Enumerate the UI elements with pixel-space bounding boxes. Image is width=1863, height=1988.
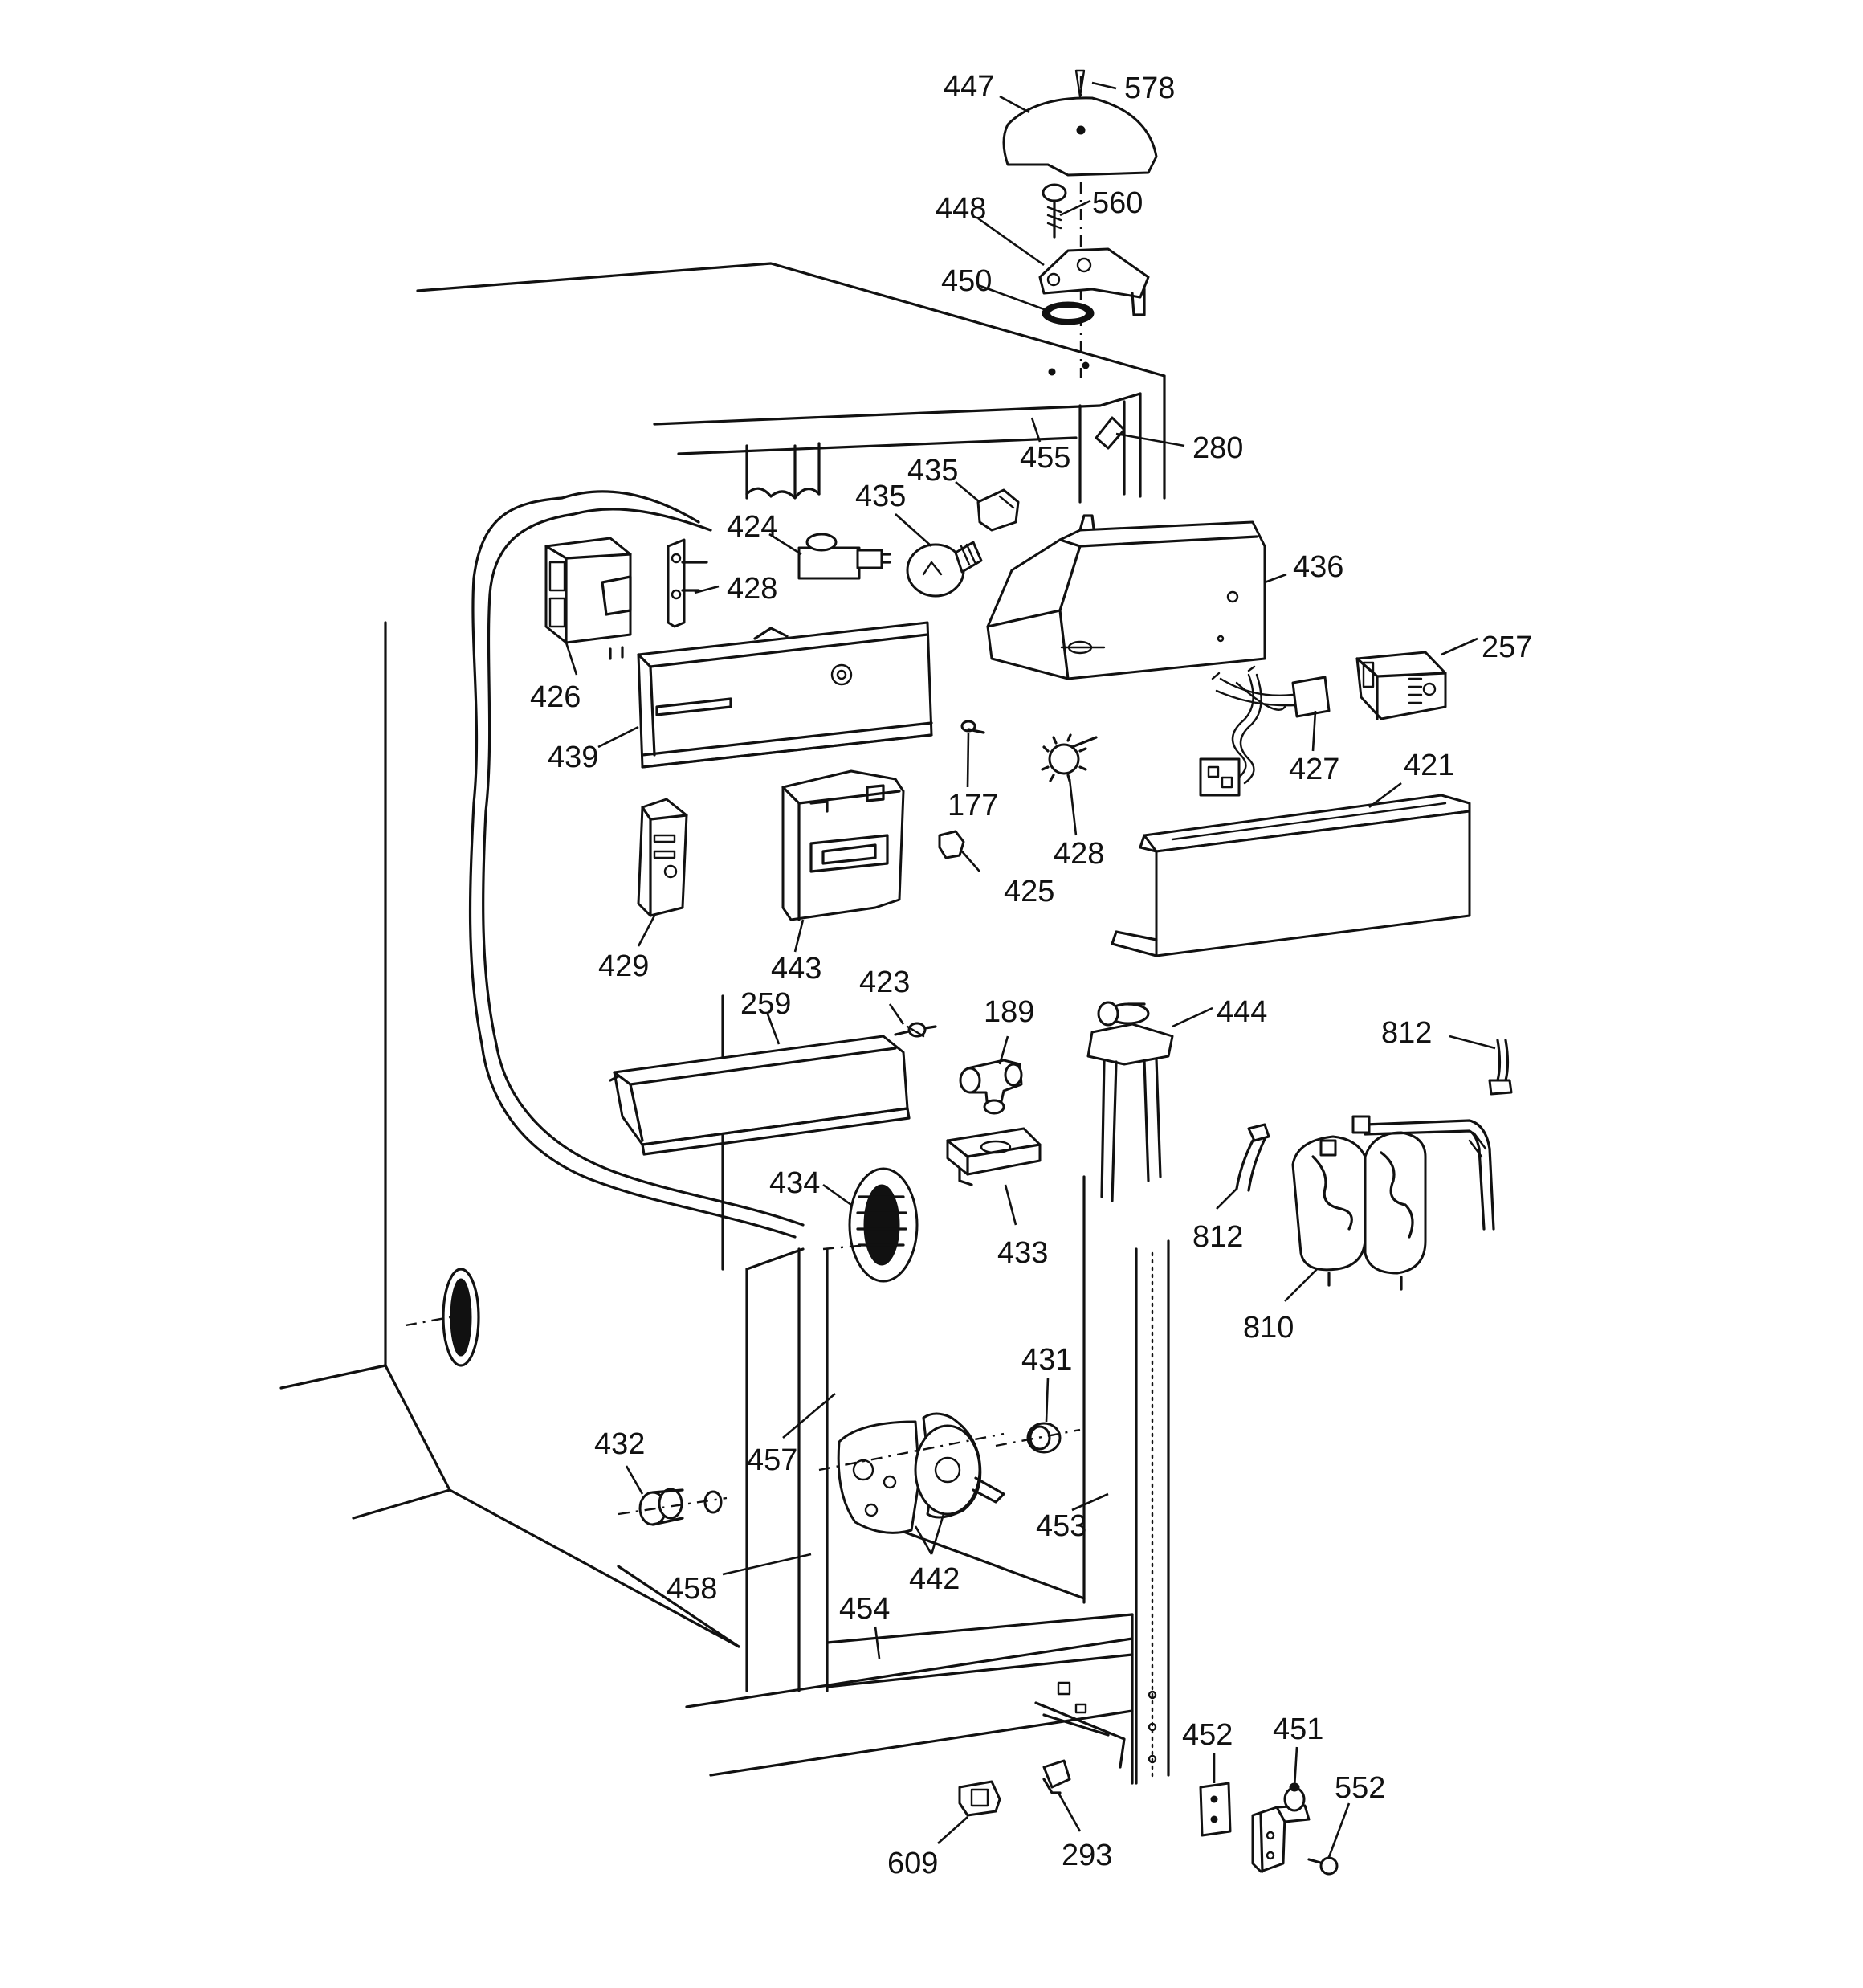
label-429: 429	[598, 949, 649, 983]
bracket-428	[667, 538, 708, 628]
hinge-448	[1038, 247, 1150, 316]
screw-578	[1074, 69, 1086, 378]
plate-452	[1199, 1782, 1232, 1837]
screw-552	[1307, 1856, 1339, 1876]
light-cover-436	[986, 514, 1266, 680]
label-421: 421	[1404, 749, 1454, 782]
bracket-439	[637, 621, 933, 769]
tee-fitting-189	[959, 1059, 1023, 1115]
label-434: 434	[769, 1166, 820, 1200]
wiring-harness-427	[1199, 665, 1331, 797]
bracket-443	[781, 769, 905, 921]
switch-424	[797, 533, 891, 580]
control-442	[818, 1412, 1005, 1534]
timer-257	[1355, 651, 1447, 720]
cabinet-outline	[279, 262, 1170, 1785]
valve-444	[1086, 1001, 1174, 1202]
bushing-432	[618, 1488, 728, 1526]
label-455: 455	[1020, 441, 1070, 475]
label-447: 447	[944, 70, 994, 104]
block-425	[938, 830, 965, 859]
tube-812-lower	[1235, 1123, 1270, 1192]
screw-hole	[1048, 368, 1056, 376]
label-443: 443	[771, 952, 821, 986]
channel-421	[1111, 794, 1471, 957]
label-454: 454	[839, 1592, 890, 1626]
label-812-upper: 812	[1381, 1016, 1432, 1050]
label-442: 442	[909, 1562, 960, 1596]
label-425: 425	[1004, 875, 1054, 908]
socket-435	[976, 488, 1020, 532]
label-426: 426	[530, 680, 581, 714]
label-448: 448	[936, 192, 986, 226]
bracket-429	[637, 798, 688, 917]
label-444: 444	[1217, 995, 1267, 1029]
label-439: 439	[548, 741, 598, 774]
part-293	[1042, 1759, 1071, 1794]
label-435-socket: 435	[907, 454, 958, 488]
reflector-259	[609, 1035, 911, 1156]
label-177: 177	[948, 789, 998, 823]
label-812-lower: 812	[1192, 1220, 1243, 1254]
label-609: 609	[887, 1847, 938, 1880]
label-578: 578	[1124, 71, 1175, 105]
label-451: 451	[1273, 1712, 1323, 1746]
hinge-451	[1251, 1782, 1311, 1873]
leader-lines	[565, 81, 1496, 1858]
label-428-bracket: 428	[727, 572, 777, 606]
label-423: 423	[859, 965, 910, 999]
label-189: 189	[984, 995, 1034, 1029]
part-280	[1095, 416, 1126, 450]
label-552: 552	[1335, 1771, 1385, 1805]
label-452: 452	[1182, 1718, 1233, 1752]
part-609	[958, 1780, 1001, 1817]
label-458: 458	[667, 1572, 717, 1606]
label-424: 424	[727, 510, 777, 544]
tube-812	[1488, 1039, 1513, 1096]
part-423	[894, 1022, 937, 1038]
label-436: 436	[1293, 550, 1343, 584]
callout-labels: 578 447 560 448 450 280 455 435 435 424 …	[530, 70, 1532, 1880]
label-450: 450	[941, 264, 992, 298]
label-433: 433	[997, 1236, 1048, 1270]
label-280: 280	[1192, 431, 1243, 465]
label-435-bulb: 435	[855, 480, 906, 513]
part-433	[946, 1127, 1042, 1186]
label-259: 259	[740, 987, 791, 1021]
label-257: 257	[1482, 631, 1532, 664]
label-293: 293	[1062, 1839, 1112, 1872]
hinge-cover-447	[1002, 96, 1158, 177]
housing-426	[544, 537, 632, 660]
label-453: 453	[1036, 1509, 1086, 1543]
label-560: 560	[1092, 186, 1143, 220]
label-427: 427	[1289, 753, 1339, 786]
label-810: 810	[1243, 1311, 1294, 1345]
label-432: 432	[594, 1427, 645, 1461]
screw-hole	[1082, 361, 1090, 369]
screw-560	[1042, 183, 1067, 239]
shim-450	[1042, 301, 1095, 325]
part-431	[995, 1422, 1081, 1454]
label-431: 431	[1021, 1343, 1072, 1377]
gear-428	[1041, 733, 1098, 782]
label-457: 457	[747, 1443, 797, 1477]
label-428-gear: 428	[1054, 837, 1104, 871]
light-bulb-435	[906, 541, 983, 598]
grille-434	[822, 1167, 919, 1283]
screw-177	[960, 720, 985, 734]
drain-heater-810	[1291, 1115, 1495, 1291]
